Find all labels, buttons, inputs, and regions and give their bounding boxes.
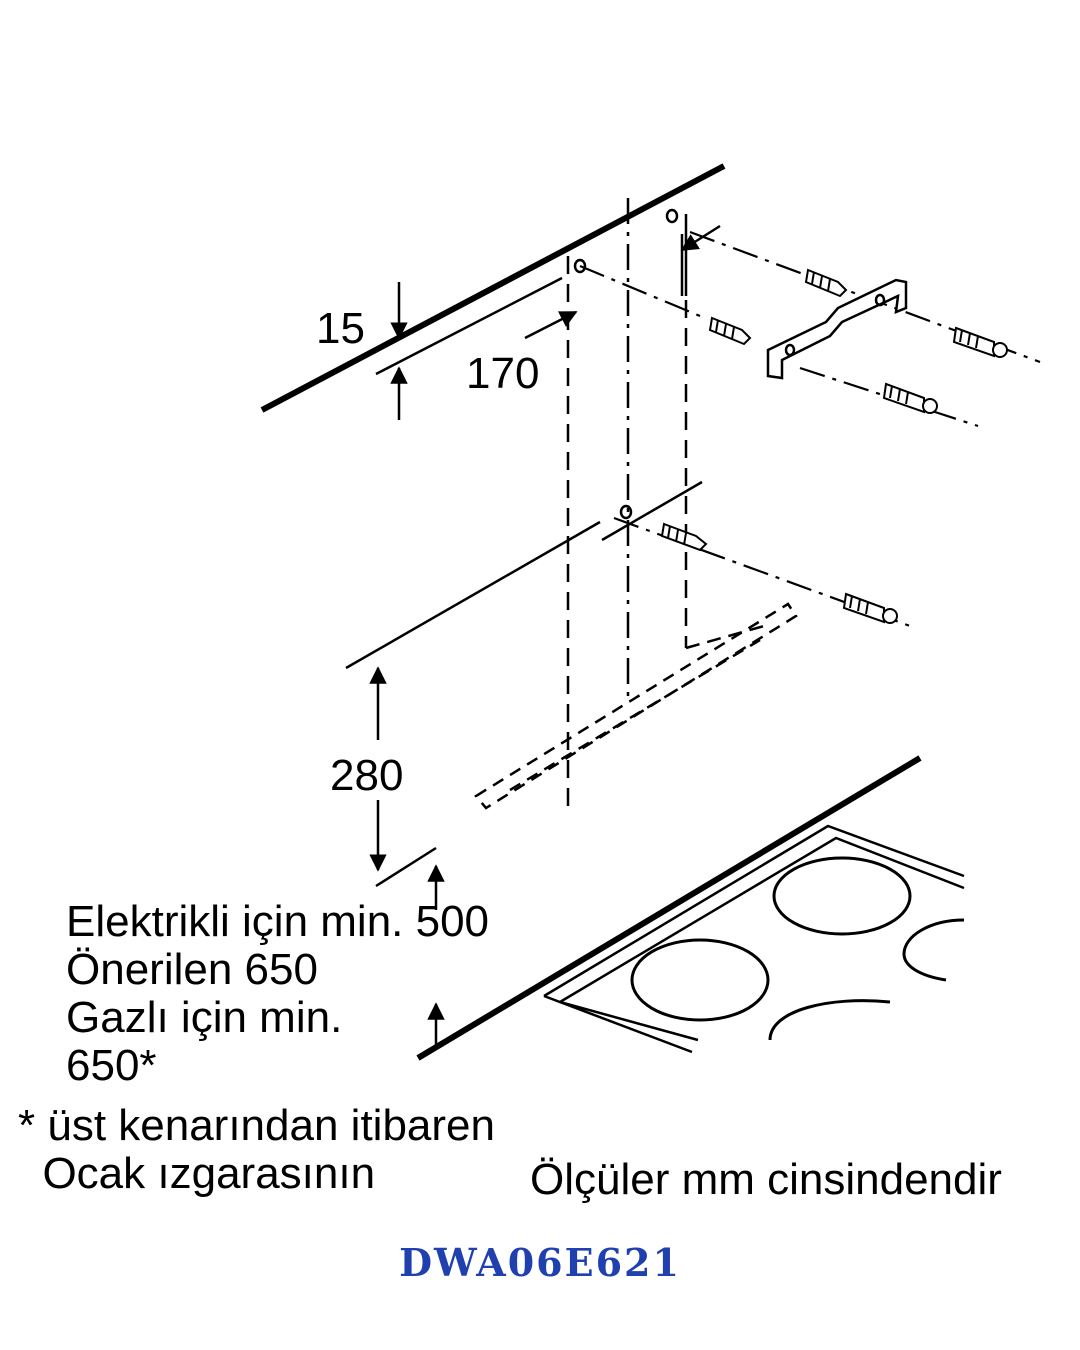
hood-outline xyxy=(474,602,798,810)
wall-bracket xyxy=(766,278,908,380)
axis-lines xyxy=(579,230,1041,628)
wall-plug-icon xyxy=(804,268,848,298)
clearance-line: 650* xyxy=(66,1041,157,1090)
dimension-15 xyxy=(375,276,563,420)
footnote-line: * üst kenarından itibaren xyxy=(18,1101,495,1150)
footnote: * üst kenarından itibaren Ocak ızgarasın… xyxy=(18,1102,495,1198)
units-note: Ölçüler mm cinsindendir xyxy=(530,1155,1002,1204)
burner-icon xyxy=(768,999,891,1041)
dashed-guides xyxy=(566,198,765,812)
burner-icon xyxy=(902,918,965,982)
screw-icon xyxy=(842,592,898,624)
dimension-170-label: 170 xyxy=(466,349,539,398)
cooktop xyxy=(416,755,965,1061)
clearance-note: Elektrikli için min. 500 Önerilen 650 Ga… xyxy=(66,898,489,1090)
model-code: DWA06E621 xyxy=(399,1240,681,1285)
dimension-15-label: 15 xyxy=(316,304,365,353)
screw-icon xyxy=(882,382,938,414)
wall-plug-icon xyxy=(708,316,752,346)
wall-plug-icon xyxy=(660,522,708,552)
dimension-280-label: 280 xyxy=(330,751,403,800)
wall-edge-lines xyxy=(345,480,703,670)
burner-icon xyxy=(630,938,770,1022)
clearance-line: Elektrikli için min. 500 xyxy=(66,897,490,946)
dimension-280 xyxy=(369,666,445,910)
mounting-holes xyxy=(573,208,679,520)
ceiling-line xyxy=(260,163,726,413)
clearance-line: Gazlı için min. xyxy=(66,993,343,1042)
clearance-line: Önerilen 650 xyxy=(66,945,318,994)
screw-icon xyxy=(952,326,1008,358)
burner-icon xyxy=(772,856,912,936)
footnote-line: Ocak ızgarasının xyxy=(18,1149,376,1198)
